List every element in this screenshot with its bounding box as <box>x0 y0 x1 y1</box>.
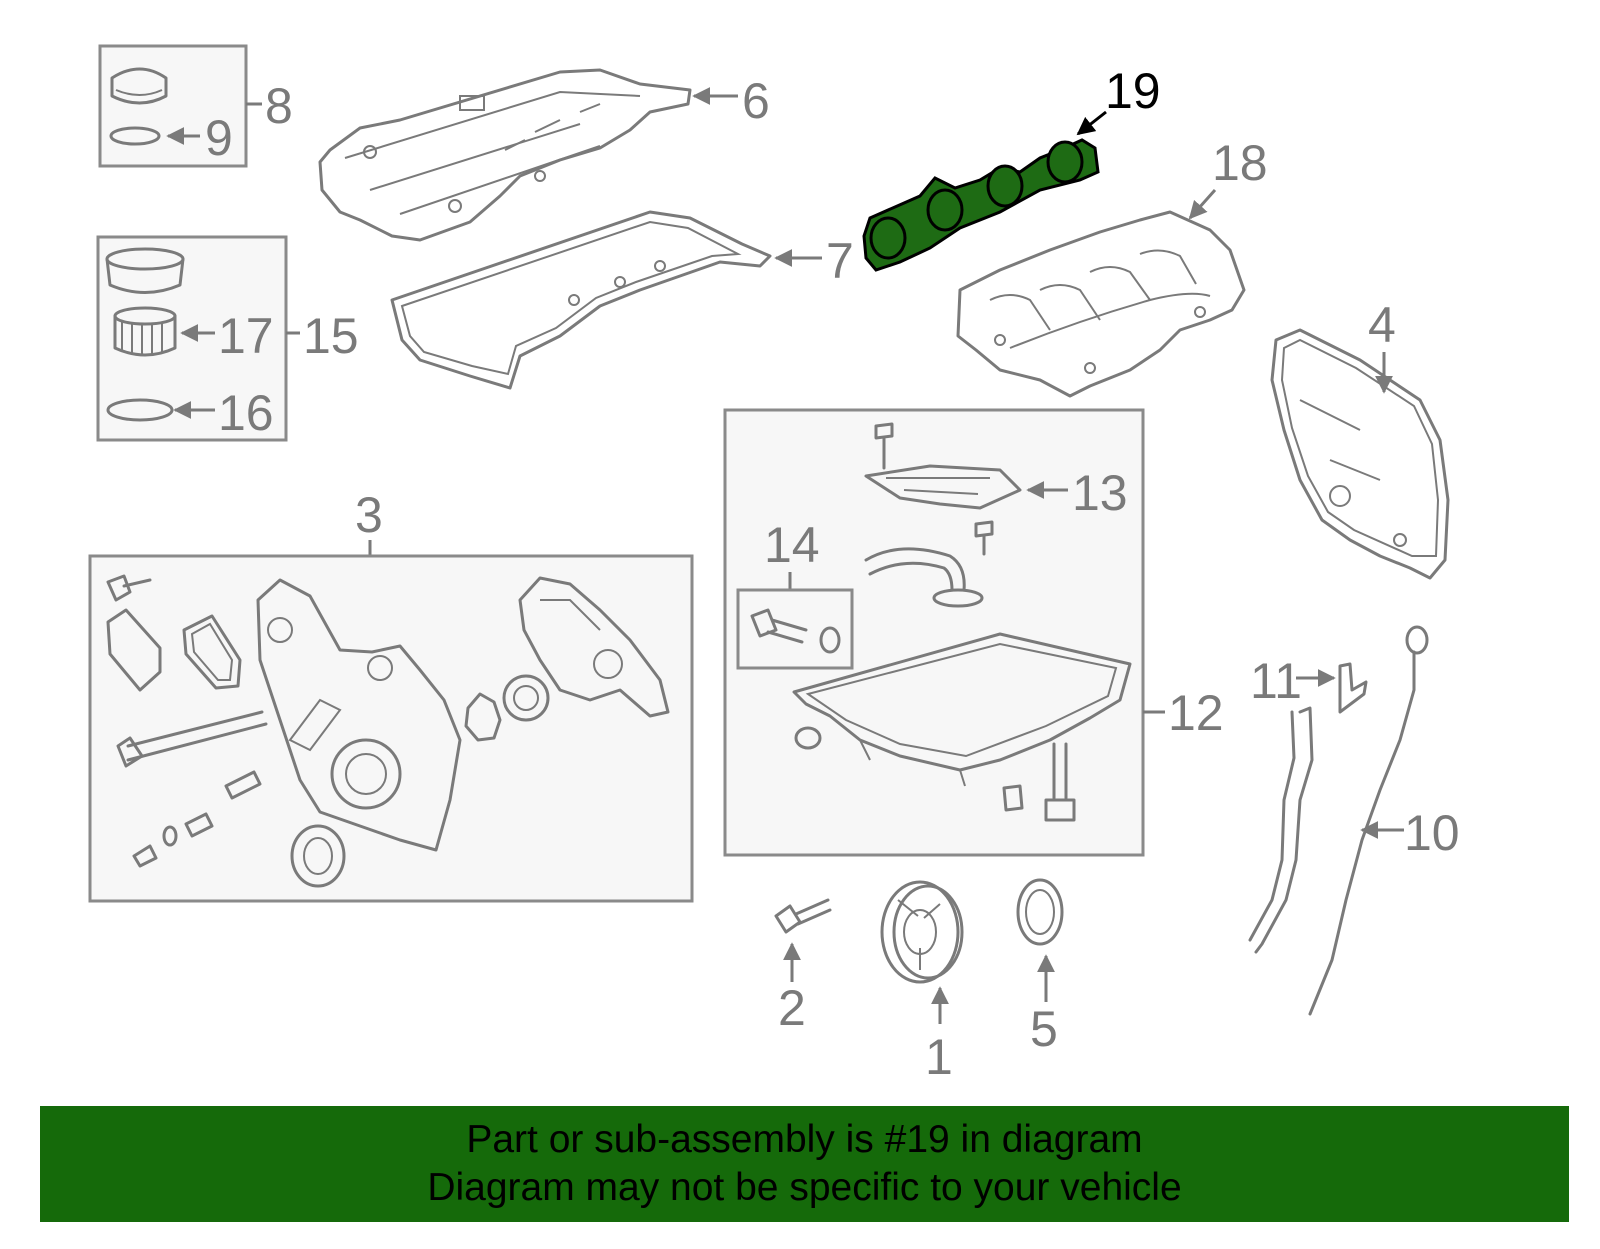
banner-line-disclaimer: Diagram may not be specific to your vehi… <box>427 1166 1182 1209</box>
callout-4: 4 <box>1368 297 1396 353</box>
timing-cover-group[interactable] <box>88 554 694 903</box>
info-banner: Part or sub-assembly is #19 in diagram D… <box>40 1106 1569 1222</box>
callout-16: 16 <box>218 385 274 441</box>
crank-seal[interactable] <box>1016 878 1064 1002</box>
callout-13: 13 <box>1072 465 1128 521</box>
callout-5: 5 <box>1030 1001 1058 1057</box>
banner-line-part: Part or sub-assembly is #19 in diagram <box>466 1118 1143 1161</box>
callout-12: 12 <box>1168 685 1224 741</box>
intake-manifold[interactable] <box>956 189 1246 398</box>
callout-7: 7 <box>826 233 854 289</box>
balancer-bolt[interactable] <box>774 898 832 982</box>
callout-14: 14 <box>764 517 820 573</box>
valve-cover-gasket[interactable] <box>390 210 822 390</box>
front-cover-gasket[interactable] <box>1270 328 1450 580</box>
crank-pulley[interactable] <box>880 880 964 1024</box>
oil-cap-group[interactable] <box>98 44 262 168</box>
callout-15: 15 <box>303 308 359 364</box>
callout-2: 2 <box>778 980 806 1036</box>
callout-9: 9 <box>205 110 233 166</box>
callout-17: 17 <box>218 308 274 364</box>
callout-8: 8 <box>265 78 293 134</box>
callout-11: 11 <box>1250 653 1302 709</box>
callout-10: 10 <box>1404 805 1460 861</box>
oil-filter-group[interactable] <box>96 235 300 442</box>
dipstick[interactable] <box>1308 625 1429 1016</box>
valve-cover[interactable] <box>318 68 738 242</box>
callout-1: 1 <box>925 1029 953 1085</box>
callout-19: 19 <box>1105 63 1161 119</box>
callout-3: 3 <box>355 487 383 543</box>
intake-manifold-gasket-highlighted[interactable] <box>862 110 1107 272</box>
drain-plug-group[interactable] <box>736 572 854 670</box>
callout-6: 6 <box>742 73 770 129</box>
callout-18: 18 <box>1212 135 1268 191</box>
dipstick-tube[interactable] <box>1248 662 1368 954</box>
